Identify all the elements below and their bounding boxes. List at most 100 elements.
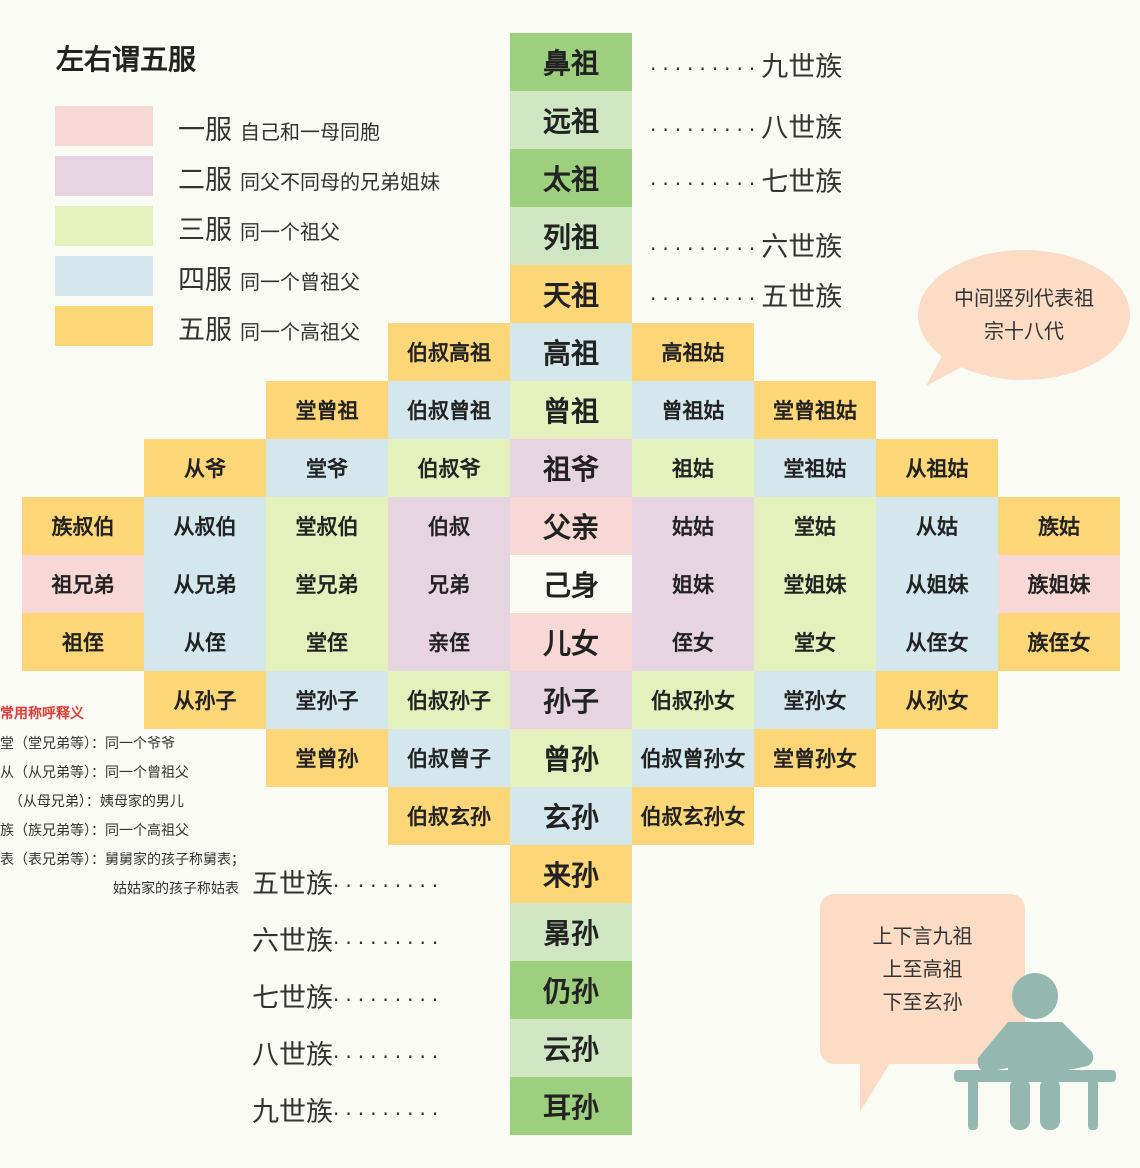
generation-label: ·········五世族: [650, 275, 842, 314]
kin-cell: 兄弟: [388, 555, 510, 613]
kin-cell: 堂曾祖姑: [754, 381, 876, 439]
legend-label: 三服: [178, 215, 232, 246]
kin-cell: 族姑: [998, 497, 1120, 555]
bubble-tail-icon: [860, 1060, 892, 1112]
generation-text: 六世族: [761, 232, 843, 263]
lineage-cell: 己身: [510, 555, 632, 613]
bubble-top-line2: 宗十八代: [984, 319, 1064, 343]
note-continuation: 姑姑家的孩子称姑表: [113, 881, 239, 897]
kin-cell: 姑姑: [632, 497, 754, 555]
generation-text: 八世族: [252, 1040, 333, 1071]
legend-swatch: [55, 256, 153, 296]
kin-cell: 伯叔玄孙女: [632, 787, 754, 845]
leader-dots: ·········: [333, 988, 445, 1012]
generation-label: ·········七世族: [650, 160, 842, 199]
legend-swatch: [55, 306, 153, 346]
legend-swatch: [55, 106, 153, 146]
legend-description: 自己和一母同胞: [240, 120, 380, 144]
lineage-cell: 晜孙: [510, 903, 632, 961]
note-item: 表（表兄弟等）：舅舅家的孩子称舅表；: [0, 852, 245, 868]
leader-dots: ·········: [333, 1102, 445, 1126]
kin-cell: 伯叔高祖: [388, 323, 510, 381]
legend-item: 一服自己和一母同胞: [178, 108, 380, 147]
kin-cell: 族侄女: [998, 613, 1120, 671]
legend-swatch: [55, 206, 153, 246]
lineage-cell: 列祖: [510, 207, 632, 265]
generation-label: 五世族·········: [252, 862, 444, 901]
generation-label: 八世族·········: [252, 1033, 444, 1072]
kin-cell: 堂姐妹: [754, 555, 876, 613]
leader-dots: ·········: [650, 118, 762, 142]
generation-text: 五世族: [761, 282, 843, 313]
legend-swatch: [55, 156, 153, 196]
kin-cell: 从爷: [144, 439, 266, 497]
leader-dots: ·········: [333, 1045, 445, 1069]
kin-cell: 曾祖姑: [632, 381, 754, 439]
lineage-cell: 天祖: [510, 265, 632, 323]
kin-cell: 伯叔孙子: [388, 671, 510, 729]
bubble-bottom-line1: 上下言九祖: [872, 923, 973, 948]
kin-cell: 堂孙女: [754, 671, 876, 729]
lineage-cell: 儿女: [510, 613, 632, 671]
lineage-cell: 祖爷: [510, 439, 632, 497]
leader-dots: ·········: [650, 57, 762, 81]
kin-cell: 伯叔玄孙: [388, 787, 510, 845]
bubble-bottom-line3: 下至玄孙: [882, 989, 963, 1014]
note-item: 从（从兄弟等）：同一个曾祖父: [0, 765, 189, 781]
kin-cell: 堂女: [754, 613, 876, 671]
generation-text: 五世族: [252, 869, 333, 900]
kin-cell: 伯叔曾子: [388, 729, 510, 787]
leader-dots: ·········: [333, 931, 445, 955]
legend-description: 同一个曾祖父: [240, 270, 360, 294]
lineage-cell: 远祖: [510, 91, 632, 149]
generation-label: 六世族·········: [252, 919, 444, 958]
lineage-cell: 太祖: [510, 149, 632, 207]
kin-cell: 从姐妹: [876, 555, 998, 613]
legend-label: 二服: [178, 165, 232, 196]
legend-label: 五服: [178, 315, 232, 346]
lineage-cell: 鼻祖: [510, 33, 632, 91]
notes-title: 常用称呼释义: [0, 706, 84, 722]
speech-bubble-bottom: 上下言九祖 上至高祖 下至玄孙: [820, 894, 1025, 1064]
legend-description: 同一个高祖父: [240, 320, 360, 344]
legend-item: 二服同父不同母的兄弟姐妹: [178, 158, 440, 197]
chart-title: 左右谓五服: [56, 43, 197, 76]
kin-cell: 堂叔伯: [266, 497, 388, 555]
note-item: 族（族兄弟等）：同一个高祖父: [0, 823, 189, 839]
kin-cell: 从孙子: [144, 671, 266, 729]
kin-cell: 侄女: [632, 613, 754, 671]
note-item: （从母兄弟）：姨母家的男儿: [0, 794, 184, 810]
kin-cell: 堂祖姑: [754, 439, 876, 497]
kin-cell: 堂曾祖: [266, 381, 388, 439]
leader-dots: ·········: [650, 287, 762, 311]
generation-label: 九世族·········: [252, 1090, 444, 1129]
kin-cell: 堂曾孙女: [754, 729, 876, 787]
lineage-cell: 父亲: [510, 497, 632, 555]
kin-cell: 从侄: [144, 613, 266, 671]
generation-text: 九世族: [761, 52, 843, 83]
generation-text: 七世族: [761, 167, 843, 198]
legend-label: 四服: [178, 265, 232, 296]
kin-cell: 堂兄弟: [266, 555, 388, 613]
generation-label: ·········八世族: [650, 106, 842, 145]
generation-text: 六世族: [252, 926, 333, 957]
kin-cell: 堂孙子: [266, 671, 388, 729]
bubble-top-line1: 中间竖列代表祖: [954, 286, 1094, 310]
lineage-cell: 仍孙: [510, 961, 632, 1019]
kin-cell: 伯叔孙女: [632, 671, 754, 729]
leader-dots: ·········: [650, 237, 762, 261]
kin-cell: 祖兄弟: [22, 555, 144, 613]
seated-person-icon: [954, 973, 1116, 1130]
lineage-cell: 高祖: [510, 323, 632, 381]
kin-cell: 伯叔: [388, 497, 510, 555]
legend-item: 五服同一个高祖父: [178, 308, 360, 347]
kin-cell: 堂侄: [266, 613, 388, 671]
speech-bubble-top: 中间竖列代表祖 宗十八代: [918, 250, 1130, 380]
kin-cell: 姐妹: [632, 555, 754, 613]
generation-label: ·········九世族: [650, 45, 842, 84]
bubble-bottom-line2: 上至高祖: [882, 956, 963, 981]
kin-cell: 从兄弟: [144, 555, 266, 613]
generation-text: 七世族: [252, 983, 333, 1014]
kin-cell: 从姑: [876, 497, 998, 555]
lineage-cell: 孙子: [510, 671, 632, 729]
